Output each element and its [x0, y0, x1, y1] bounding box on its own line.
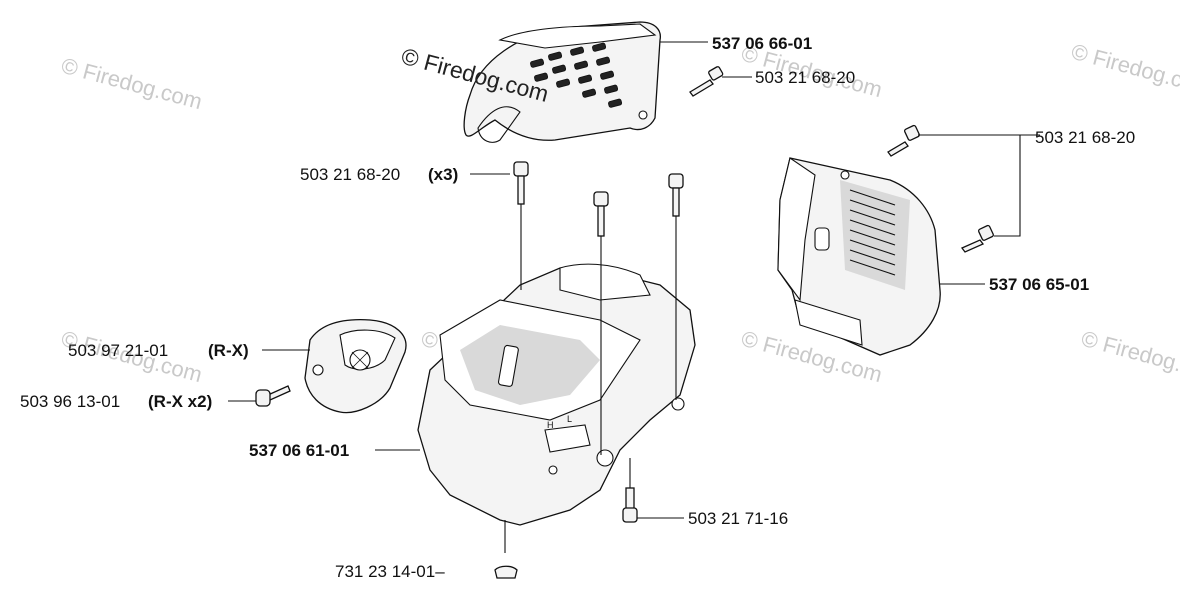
- screw-right-lower: [960, 224, 994, 253]
- label-screw-right: 503 21 68-20: [1035, 128, 1135, 147]
- label-screw-x3-qty: (x3): [428, 165, 458, 184]
- svg-text:H: H: [547, 420, 554, 430]
- label-cover-right: 537 06 65-01: [989, 275, 1089, 294]
- label-cover-top: 537 06 66-01: [712, 34, 812, 53]
- label-bottom-part: 731 23 14-01–: [335, 562, 445, 581]
- right-cover-part: [777, 157, 941, 356]
- label-cup-tag: (R-X): [208, 341, 249, 360]
- label-cup-screw-num: 503 96 13-01: [20, 392, 120, 411]
- screw-top-cover: [689, 66, 724, 97]
- screw-cup: [255, 385, 291, 407]
- watermark-1: © Firedog.com: [59, 53, 205, 115]
- label-screw-bottom: 503 21 71-16: [688, 509, 788, 528]
- top-cover-part: [463, 21, 661, 143]
- svg-text:L: L: [567, 414, 572, 424]
- screw-housing-left: [513, 161, 529, 205]
- label-cup-num: 503 97 21-01: [68, 341, 168, 360]
- main-housing-part: H L: [417, 263, 696, 526]
- top-cover-grille: [530, 42, 623, 108]
- right-cover-fins: [849, 189, 896, 276]
- label-cup-screw-tag: (R-X x2): [148, 392, 212, 411]
- label-screw-x3-num: 503 21 68-20: [300, 165, 400, 184]
- watermark-3: © Firedog.com: [1069, 39, 1180, 101]
- label-housing: 537 06 61-01: [249, 441, 349, 460]
- screw-housing-right: [668, 173, 684, 217]
- screw-bottom: [622, 487, 638, 523]
- screw-right-upper: [887, 124, 920, 157]
- label-screw-top-right: 503 21 68-20: [755, 68, 855, 87]
- watermark-6: © Firedog.com: [1079, 326, 1180, 388]
- screw-housing-middle: [593, 191, 609, 237]
- cup-part: [304, 319, 407, 414]
